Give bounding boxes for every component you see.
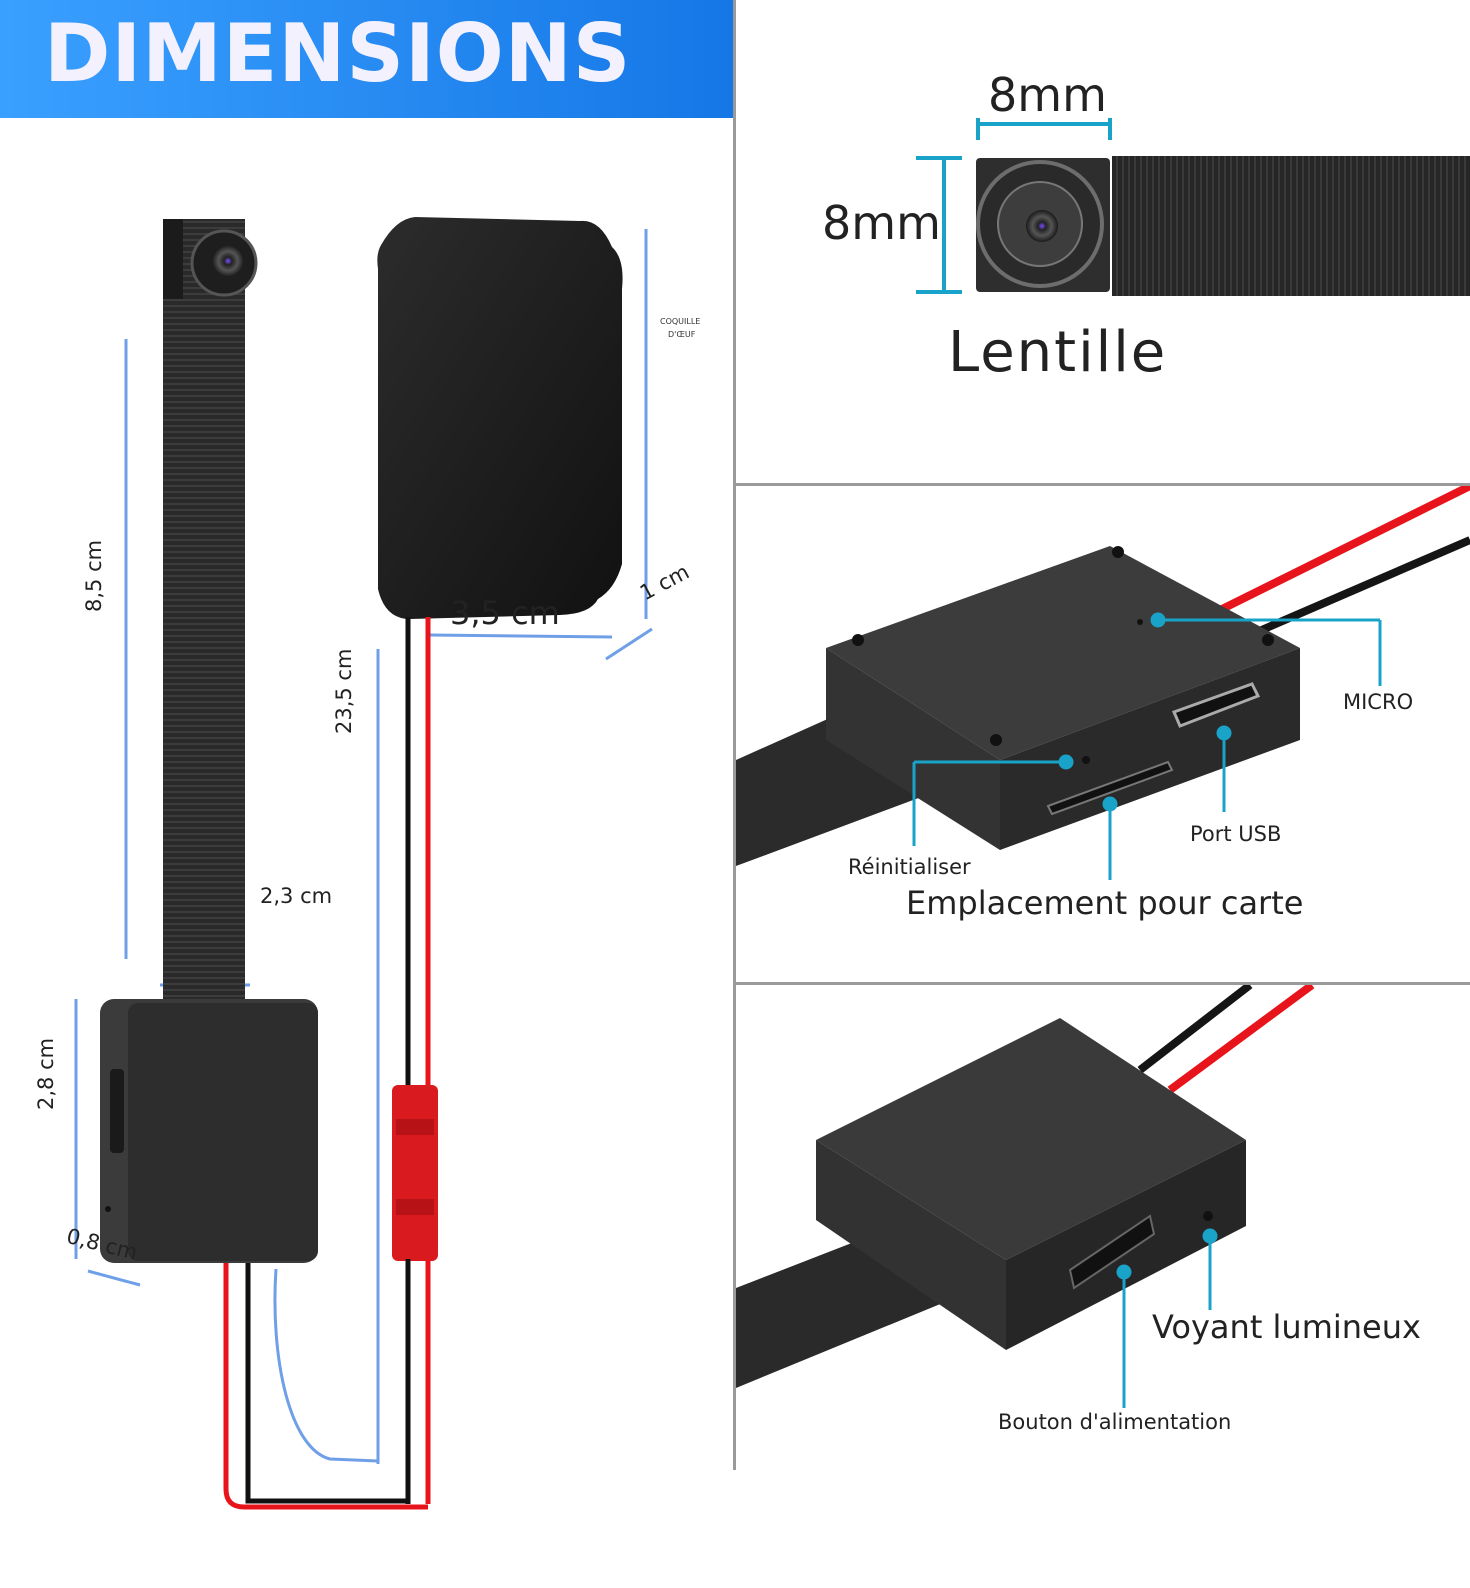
shell-label-line1: COQUILLE bbox=[660, 317, 701, 326]
box-width-label: 3,5 cm bbox=[450, 594, 560, 632]
horizontal-divider-bottom bbox=[736, 982, 1470, 985]
card-slot-label: Emplacement pour carte bbox=[906, 884, 1304, 922]
lens-illustration bbox=[916, 118, 1470, 296]
module-width-label: 2,3 cm bbox=[260, 884, 333, 908]
module-power-illustration bbox=[736, 985, 1315, 1408]
lens-caption: Lentille bbox=[948, 320, 1168, 385]
module-height-label: 2,8 cm bbox=[34, 1037, 58, 1110]
shell-label-line2: D'ŒUF bbox=[668, 330, 696, 339]
horizontal-divider-top bbox=[736, 483, 1470, 486]
lens-strip-length-label: 8,5 cm bbox=[82, 539, 106, 612]
usb-port-label: Port USB bbox=[1190, 822, 1282, 846]
micro-label: MICRO bbox=[1343, 690, 1414, 714]
lens-width-label: 8mm bbox=[988, 68, 1107, 122]
cable-length-label: 23,5 cm bbox=[332, 648, 356, 734]
page-title: DIMENSIONS bbox=[44, 7, 632, 100]
lens-height-label: 8mm bbox=[822, 196, 941, 250]
reset-label: Réinitialiser bbox=[848, 855, 971, 879]
title-banner bbox=[0, 0, 734, 118]
vertical-divider bbox=[733, 0, 736, 1470]
power-button-label: Bouton d'alimentation bbox=[998, 1410, 1232, 1434]
indicator-light-label: Voyant lumineux bbox=[1152, 1308, 1421, 1346]
camera-kit-illustration bbox=[74, 217, 653, 1510]
module-ports-illustration bbox=[736, 486, 1470, 880]
